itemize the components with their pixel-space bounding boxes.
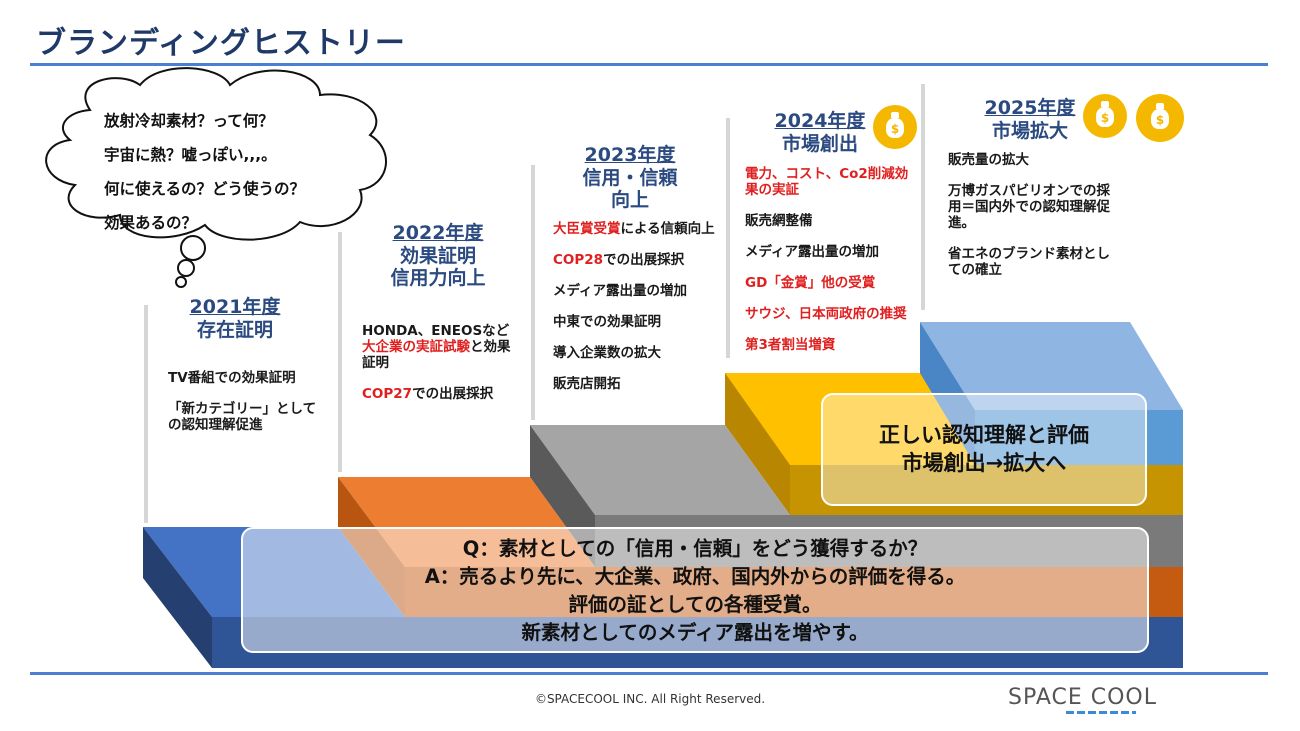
step-2025-front (975, 410, 1183, 465)
thought-line: 効果あるの？ (104, 214, 198, 232)
subtitle-2023-b: 向上 (610, 189, 649, 211)
items-2024: 電力、コスト、Co2削減効果の実証 販売網整備 メディア露出量の増加 GD「金賞… (745, 166, 917, 368)
copyright: ©SPACECOOL INC. All Right Reserved. (534, 692, 766, 706)
bottom-rule (30, 672, 1268, 675)
step-2023-top (530, 425, 790, 515)
thought-bubble-large (180, 235, 206, 261)
items-2025: 販売量の拡大 万博ガスパビリオンでの採用＝国内外での認知理解促進。 省エネのブラ… (948, 152, 1120, 293)
item: 万博ガスパビリオンでの採用＝国内外での認知理解促進。 (948, 183, 1110, 231)
thought-text: 放射冷却素材？って何？ 宇宙に熱？嘘っぽい,,,。 何に使えるの？どう使うの？ … (104, 104, 305, 240)
subtitle-2022-a: 効果証明 (399, 245, 476, 267)
item: HONDA、ENEOSなど大企業の実証試験と効果証明 (362, 323, 511, 371)
step-2021-side (143, 527, 212, 668)
subtitle-2025: 市場拡大 (991, 120, 1068, 142)
step-2024-top (725, 373, 975, 465)
callout-recognition: 正しい認知理解と評価 市場創出→拡大へ (821, 393, 1147, 506)
year-2022: 2022年度 (392, 222, 484, 244)
item: 大臣賞受賞による信頼向上 (553, 221, 715, 237)
qa-line: 評価の証としての各種受賞。 (568, 593, 822, 616)
subtitle-2024: 市場創出 (781, 133, 858, 155)
logo-text: SPACE COOL (1008, 685, 1157, 710)
item: 省エネのブランド素材としての確立 (948, 246, 1110, 278)
item: 販売店開拓 (553, 376, 621, 392)
items-2021: TV番組での効果証明 「新カテゴリー」としての認知理解促進 (168, 370, 328, 448)
divider-2022 (338, 232, 342, 472)
logo-underline (1066, 711, 1136, 714)
items-2023: 大臣賞受賞による信頼向上 COP28での出展採択 メディア露出量の増加 中東での… (553, 221, 723, 407)
qa-line: Q：素材としての「信用・信頼」をどう獲得するか？ (462, 537, 928, 560)
year-2023: 2023年度 (584, 144, 676, 166)
item: 導入企業数の拡大 (553, 345, 661, 361)
item: 電力、コスト、Co2削減効果の実証 (745, 166, 909, 198)
thought-bubble-mid (177, 259, 195, 277)
item: 「新カテゴリー」としての認知理解促進 (168, 401, 317, 433)
item: 販売量の拡大 (948, 152, 1029, 168)
subtitle-2021: 存在証明 (196, 319, 273, 341)
callout-qa: Q：素材としての「信用・信頼」をどう獲得するか？ A：売るより先に、大企業、政府… (241, 527, 1149, 653)
money-bag-icon: $ (1083, 94, 1127, 138)
item: サウジ、日本両政府の推奨 (745, 306, 907, 322)
divider-2023 (531, 165, 535, 420)
heading-2025: 2025年度 市場拡大 (970, 93, 1090, 142)
item: TV番組での効果証明 (168, 370, 296, 386)
page-title: ブランディングヒストリー (36, 26, 406, 61)
item: GD「金賞」他の受賞 (745, 275, 876, 291)
items-2022: HONDA、ENEOSなど大企業の実証試験と効果証明 COP27での出展採択 (362, 323, 514, 417)
divider-2025 (921, 84, 925, 310)
divider-2021 (144, 305, 148, 523)
item: COP28での出展採択 (553, 252, 685, 268)
top-rule (30, 63, 1268, 66)
subtitle-2023-a: 信用・信頼 (582, 167, 678, 189)
item: メディア露出量の増加 (745, 244, 880, 260)
callout-line: 市場創出→拡大へ (901, 451, 1067, 475)
thought-bubble-small (175, 276, 187, 288)
thought-line: 何に使えるの？どう使うの？ (104, 180, 306, 198)
qa-line: A：売るより先に、大企業、政府、国内外からの評価を得る。 (424, 565, 966, 588)
step-2025-top (920, 322, 1183, 410)
item: 第3者割当増資 (745, 337, 836, 353)
step-2024-front (790, 465, 1183, 515)
heading-2021: 2021年度 存在証明 (160, 292, 310, 341)
callout-line: 正しい認知理解と評価 (879, 423, 1089, 447)
item: メディア露出量の増加 (553, 283, 688, 299)
year-2021: 2021年度 (189, 296, 281, 318)
thought-cloud (45, 67, 387, 241)
money-bag-icon: $ (873, 105, 917, 149)
item: 中東での効果証明 (553, 314, 661, 330)
money-bag-icon: $ (1136, 94, 1184, 142)
subtitle-2022-b: 信用力向上 (390, 267, 486, 289)
item: 販売網整備 (745, 213, 813, 229)
step-2024-side (725, 373, 790, 515)
year-2024: 2024年度 (774, 110, 866, 132)
thought-line: 放射冷却素材？って何？ (104, 112, 274, 130)
item: COP27での出展採択 (362, 386, 494, 402)
qa-line: 新素材としてのメディア露出を増やす。 (521, 621, 869, 644)
company-logo: SPACE COOL (1008, 685, 1157, 714)
heading-2024: 2024年度 市場創出 (760, 106, 880, 155)
thought-line: 宇宙に熱？嘘っぽい,,,。 (104, 146, 277, 164)
divider-2024 (726, 118, 730, 358)
heading-2022: 2022年度 効果証明 信用力向上 (358, 218, 518, 289)
heading-2023: 2023年度 信用・信頼 向上 (555, 140, 705, 211)
year-2025: 2025年度 (984, 97, 1076, 119)
